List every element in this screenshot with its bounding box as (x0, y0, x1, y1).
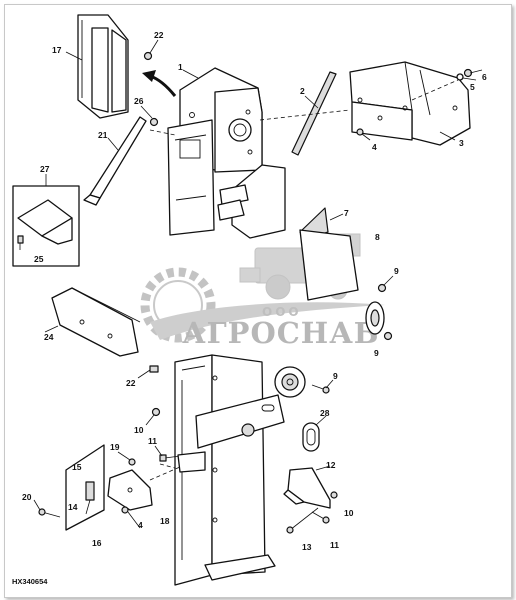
part-13-bolt (286, 507, 319, 534)
part-18-bracket (107, 469, 153, 511)
callout-17: 17 (52, 45, 62, 55)
figure-code: HX340654 (12, 577, 48, 586)
callout-13: 13 (302, 542, 312, 552)
callout-26: 26 (134, 96, 144, 106)
watermark-company: ООО (262, 305, 302, 319)
fastener-11-left-icon (159, 454, 181, 462)
callout-7: 7 (344, 208, 349, 218)
callout-11-right: 11 (330, 540, 339, 550)
callout-25: 25 (34, 254, 44, 264)
callout-1: 1 (178, 62, 183, 72)
part-24-angle-strip (51, 287, 141, 357)
fastener-22-top-icon (143, 51, 153, 61)
part-2-strip (291, 71, 337, 156)
callout-11-left: 11 (148, 436, 157, 446)
fastener-25-icon (17, 235, 24, 250)
callout-4: 4 (372, 142, 377, 152)
bracket-with-slot (195, 394, 285, 449)
fastener-19-icon (128, 458, 136, 466)
part-3-bracket (349, 61, 471, 146)
callout-22-lower: 22 (126, 378, 136, 388)
callout-27: 27 (40, 164, 50, 174)
callout-2: 2 (300, 86, 305, 96)
callout-28: 28 (320, 408, 330, 418)
callout-15: 15 (72, 462, 82, 472)
callout-12: 12 (326, 460, 336, 470)
watermark-swoosh (150, 302, 385, 340)
fastener-22-lower-icon (149, 365, 159, 373)
fastener-9-c-icon (311, 384, 330, 394)
callout-9-b: 9 (374, 348, 379, 358)
callout-18: 18 (160, 516, 170, 526)
callout-20: 20 (22, 492, 32, 502)
detail-box-27 (12, 185, 80, 267)
callout-19: 19 (110, 442, 120, 452)
callout-21: 21 (98, 130, 108, 140)
fastener-26-icon (149, 117, 159, 127)
part-28-grommet (302, 422, 320, 452)
callout-6: 6 (482, 72, 487, 82)
fastener-10-left-icon (151, 407, 161, 417)
fastener-4-top-icon (356, 128, 364, 136)
callout-14: 14 (68, 502, 78, 512)
part-9-pulley-lower (274, 366, 306, 398)
fastener-11-right-icon (311, 511, 330, 524)
callout-22: 22 (154, 30, 164, 40)
callout-10-left: 10 (134, 425, 144, 435)
part-12-bracket (283, 467, 331, 509)
fastener-10-right-icon (330, 491, 338, 499)
part-8-roller (299, 229, 359, 301)
callout-24: 24 (44, 332, 54, 342)
watermark-brand: АГРОСНАБ (182, 316, 380, 350)
callout-16: 16 (92, 538, 102, 548)
fastener-9-a-icon (377, 283, 387, 293)
part-17-cover (77, 14, 129, 119)
callout-5: 5 (470, 82, 475, 92)
callout-3: 3 (459, 138, 464, 148)
callout-8: 8 (375, 232, 380, 242)
fastener-4-lower-icon (121, 506, 129, 514)
small-bracket-lower (177, 451, 206, 473)
callout-9-a: 9 (394, 266, 399, 276)
part-21-angle (83, 116, 147, 206)
detail-box-16 (65, 444, 105, 531)
leader-lines (33, 39, 483, 529)
direction-arrow-icon (142, 70, 177, 97)
callout-9-c: 9 (333, 371, 338, 381)
fastener-20-icon (38, 508, 61, 518)
callouts: 17 22 1 2 6 5 26 21 3 4 27 7 8 25 9 24 9… (22, 30, 487, 552)
part-9-pulley-upper (365, 301, 385, 335)
fastener-5-icon (456, 73, 464, 81)
callout-4-lower: 4 (138, 520, 143, 530)
callout-10-right: 10 (344, 508, 354, 518)
fastener-9-b-icon (383, 331, 393, 341)
